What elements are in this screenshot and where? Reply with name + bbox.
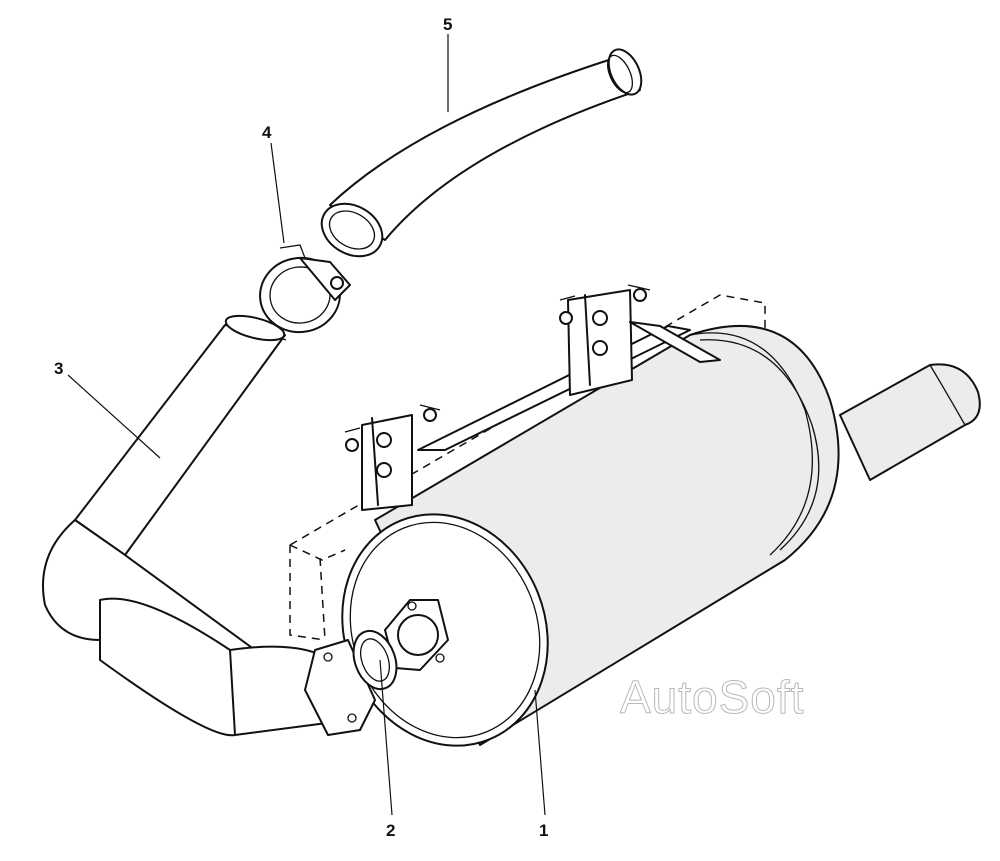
rear-exhaust-pipe: [320, 48, 643, 258]
vehicle-frame-outline: [289, 294, 766, 641]
callout-1: 1: [539, 821, 549, 840]
rear-mounting-bracket: [559, 284, 721, 396]
leader-line-4: [270, 142, 285, 244]
leader-line-3: [67, 374, 161, 459]
front-exhaust-pipe: [42, 314, 376, 737]
callout-5: 5: [443, 15, 453, 34]
callout-3: 3: [54, 359, 64, 378]
leader-line-2: [379, 659, 393, 816]
callout-2: 2: [386, 821, 396, 840]
gasket: [352, 629, 398, 691]
watermark: AutoSoft: [619, 671, 805, 723]
tail-pipe: [839, 363, 981, 481]
callout-leaders: [67, 34, 546, 816]
callout-4: 4: [262, 123, 272, 142]
leader-line-1: [534, 689, 546, 816]
pipe-clamp: [259, 244, 351, 334]
